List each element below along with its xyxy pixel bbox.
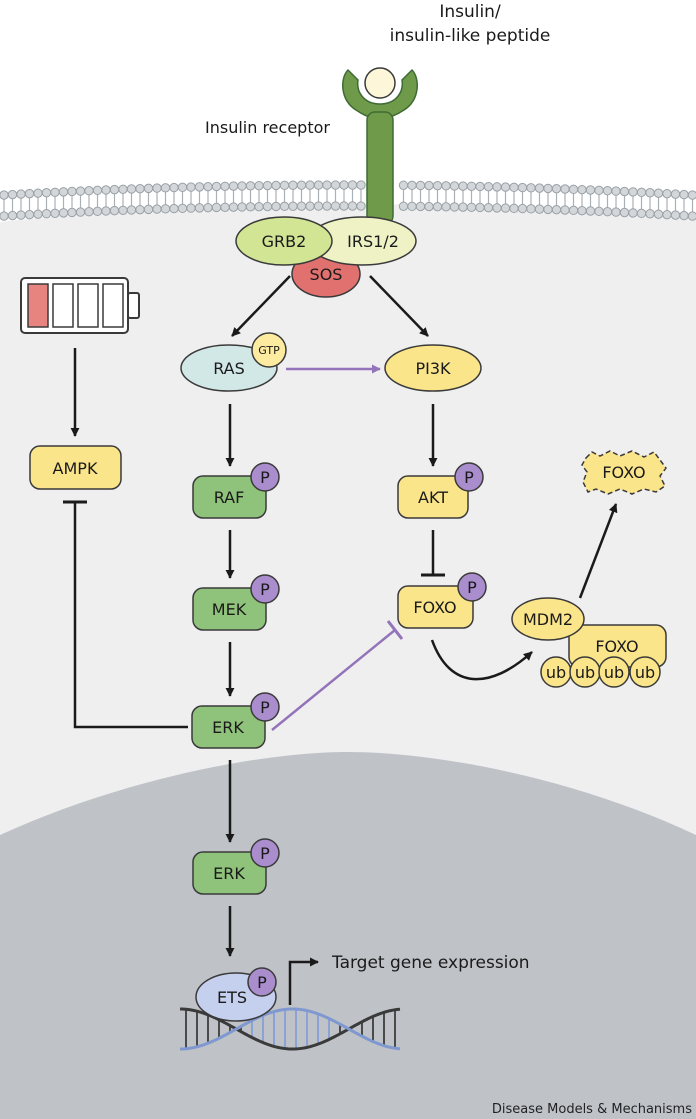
mdm2-node	[511, 597, 585, 641]
journal-footer: Disease Models & Mechanisms	[492, 1102, 692, 1117]
ligand-label-line2: insulin-like peptide	[390, 26, 551, 46]
mek-phospho-label: P	[260, 580, 270, 599]
mek-node	[192, 587, 267, 631]
irs-label: IRS1/2	[347, 232, 399, 251]
receptor-label: Insulin receptor	[205, 118, 330, 137]
akt-node	[397, 475, 469, 519]
arrow-to-degradation	[578, 503, 618, 599]
raf-phospho-badge	[250, 462, 280, 492]
inhibition-bar-foxo-purple	[386, 620, 404, 640]
low-energy-battery-icon	[20, 277, 140, 334]
ubiquitin-label: ub	[546, 663, 566, 682]
akt-phospho-badge	[454, 462, 484, 492]
ets-phospho-badge	[247, 967, 277, 997]
grb2-node	[235, 216, 333, 266]
akt-label: AKT	[418, 488, 448, 507]
erk-node	[191, 705, 266, 749]
erk-nuclear-node	[192, 851, 267, 895]
ubiquitin-bead	[629, 656, 661, 688]
gtp-badge	[251, 332, 287, 368]
ubiquitin-bead	[598, 656, 630, 688]
sos-label: SOS	[310, 265, 343, 284]
ubiquitin-label: ub	[604, 663, 624, 682]
grb2-label: GRB2	[262, 232, 307, 251]
arrow-foxo-to-mdm2	[430, 639, 533, 681]
ets-label: ETS	[217, 988, 247, 1007]
ligand-label-line1: Insulin/	[439, 2, 501, 22]
raf-node	[192, 475, 267, 519]
mdm2-label: MDM2	[523, 610, 573, 629]
insulin-ligand	[364, 67, 396, 99]
target-gene-label: Target gene expression	[331, 953, 530, 973]
foxo-label: FOXO	[413, 598, 456, 617]
raf-phospho-label: P	[260, 468, 270, 487]
erk-nuclear-label: ERK	[213, 864, 245, 883]
mek-label: MEK	[212, 600, 247, 619]
erk-phospho-badge	[250, 692, 280, 722]
raf-label: RAF	[214, 488, 245, 507]
ubiquitin-label: ub	[635, 663, 655, 682]
foxo-phospho-badge	[457, 572, 487, 602]
degraded-foxo-label: FOXO	[602, 463, 645, 482]
ampk-label: AMPK	[53, 459, 98, 478]
pi3k-label: PI3K	[415, 359, 451, 378]
pi3k-node	[384, 344, 482, 392]
plasma-membrane	[0, 180, 696, 221]
arrow-irs-to-pi3k	[369, 275, 429, 337]
ets-phospho-label: P	[257, 973, 267, 992]
transcription-arrow	[288, 957, 319, 1005]
ras-label: RAS	[213, 359, 245, 378]
mek-phospho-badge	[250, 574, 280, 604]
insulin-receptor	[342, 68, 418, 225]
erk-nuclear-phospho-badge	[250, 838, 280, 868]
ubiquitin-label: ub	[575, 663, 595, 682]
foxo-node	[397, 585, 474, 629]
gtp-label: GTP	[258, 344, 280, 357]
foxo-phospho-label: P	[467, 578, 477, 597]
nucleus	[0, 752, 696, 1119]
akt-phospho-label: P	[464, 468, 474, 487]
degraded-foxo-node	[581, 450, 667, 495]
erk-label: ERK	[212, 718, 244, 737]
inhibition-erk-to-ampk	[73, 502, 188, 729]
erk-phospho-label: P	[260, 698, 270, 717]
foxo-complex-label: FOXO	[595, 637, 638, 656]
inhibition-erk-to-foxo	[271, 629, 396, 731]
ampk-node	[29, 445, 122, 490]
erk-nuclear-phospho-label: P	[260, 844, 270, 863]
arrow-grb2-to-ras	[231, 275, 291, 337]
